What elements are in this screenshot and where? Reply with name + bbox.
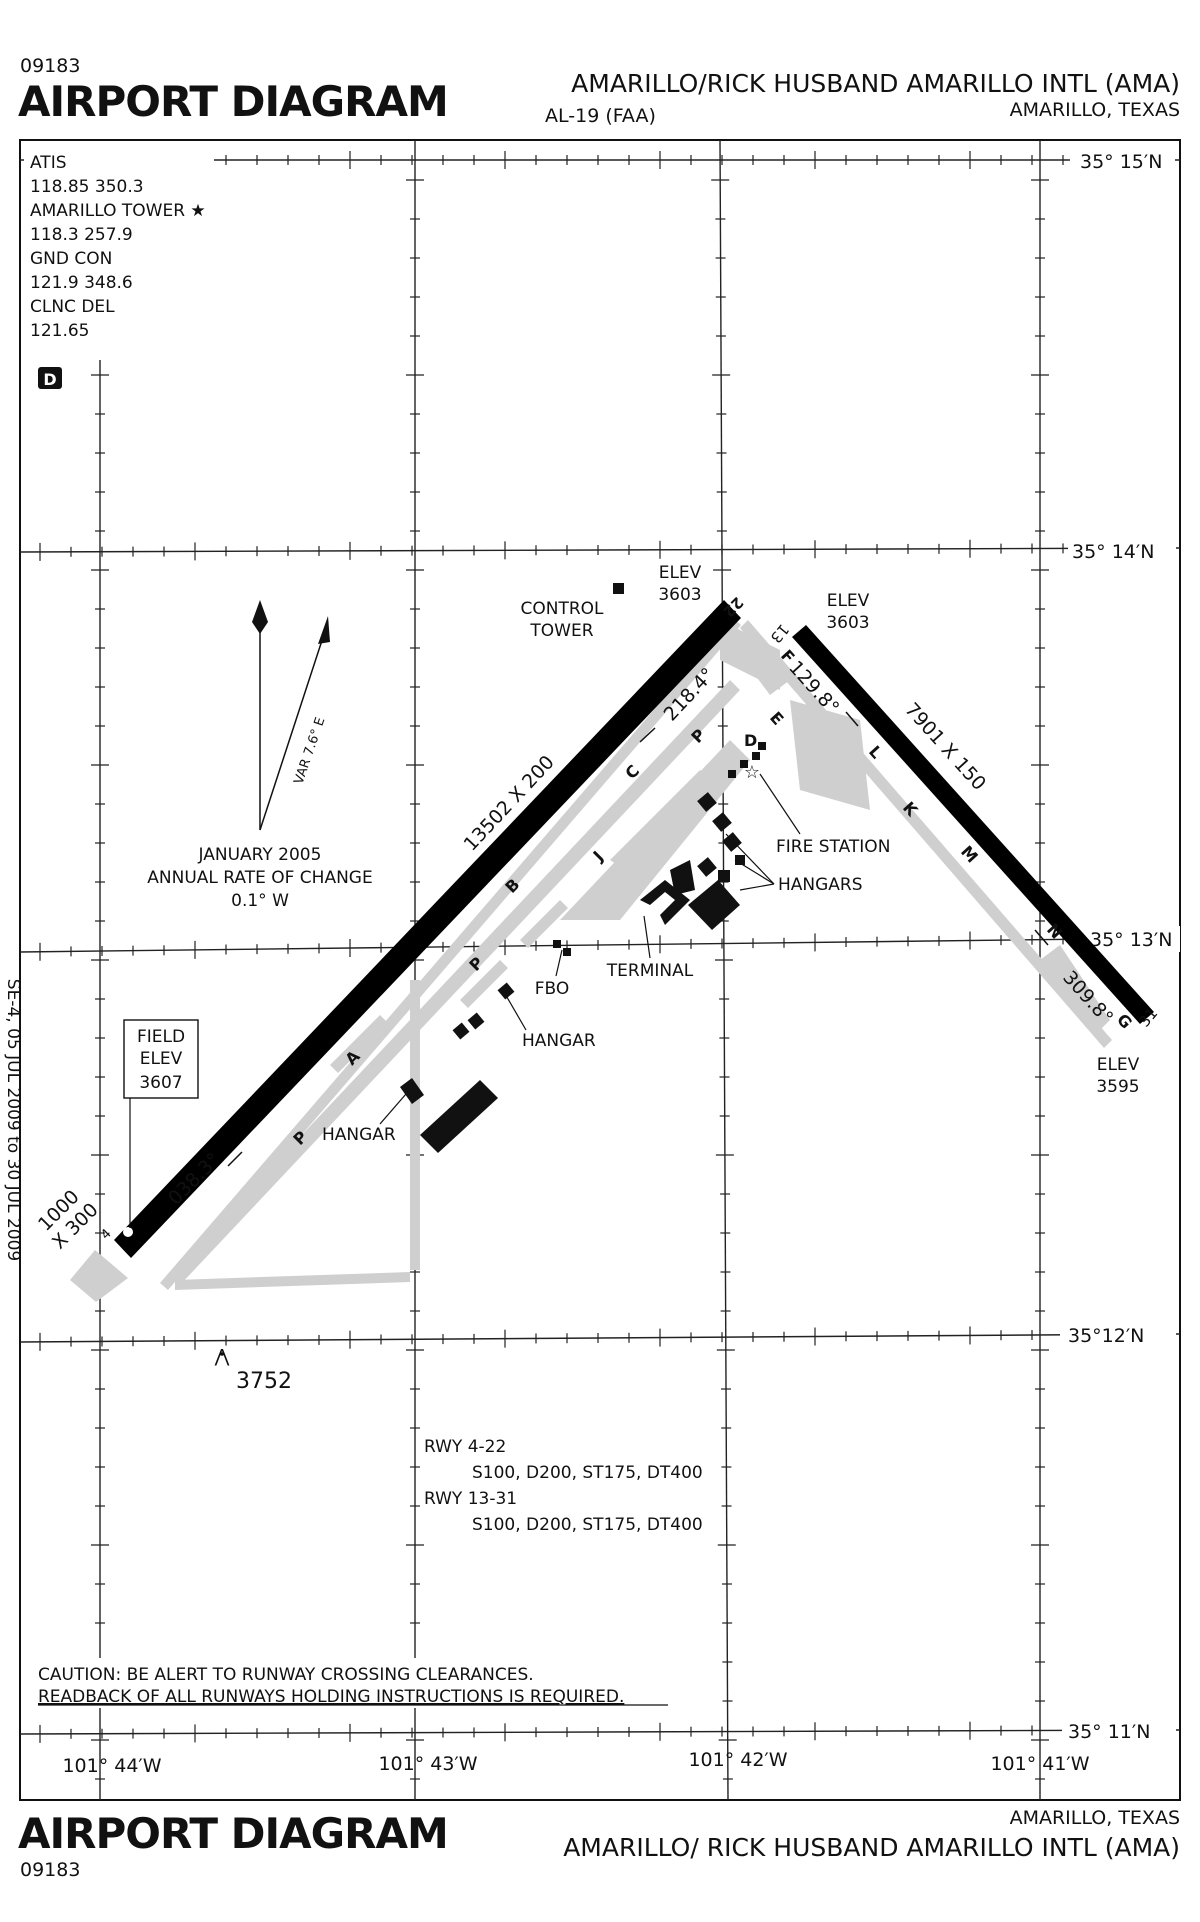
twy-label-d: D <box>744 731 757 750</box>
field-elev-point <box>123 1227 133 1237</box>
obstacle-icon: ⋀ <box>214 1346 230 1367</box>
freq-atis: 118.85 350.3 <box>30 177 144 197</box>
caution-line-2: READBACK OF ALL RUNWAYS HOLDING INSTRUCT… <box>38 1687 624 1707</box>
chart-title-top: AIRPORT DIAGRAM <box>18 77 448 126</box>
overrun-sw <box>70 1250 128 1302</box>
taxiway-cross-parallel <box>740 620 1112 1048</box>
twy-label-m: M <box>957 842 982 867</box>
hangars-label: HANGARS <box>778 875 863 895</box>
lat-label-2: 35° 14′N <box>1072 541 1154 563</box>
runway-13-31 <box>792 625 1154 1024</box>
lat-label-3: 35° 13′N <box>1090 929 1172 951</box>
location-bottom: AMARILLO, TEXAS <box>1010 1807 1180 1829</box>
fire-station-label: FIRE STATION <box>776 837 890 857</box>
lat-label-5: 35° 11′N <box>1068 1721 1150 1743</box>
fbo-label: FBO <box>535 979 570 999</box>
hangar-label-1: HANGAR <box>522 1031 596 1051</box>
mag-rate-label: ANNUAL RATE OF CHANGE <box>147 868 372 888</box>
freq-tower-label: AMARILLO TOWER ★ <box>30 201 206 221</box>
field-elev-box <box>123 1019 199 1099</box>
mag-date: JANUARY 2005 <box>198 845 322 865</box>
runway-4-22 <box>114 600 741 1258</box>
pavement-rwy-13-31-values: S100, D200, ST175, DT400 <box>472 1515 703 1535</box>
chart-number: AL-19 (FAA) <box>545 105 656 127</box>
rwy-end-13: 13 <box>767 620 793 646</box>
hangars-east <box>688 880 740 930</box>
obstacle-elevation: 3752 <box>236 1369 292 1394</box>
taxiway-outer <box>170 680 740 1285</box>
side-note: SE-4, 05 JUL 2009 to 30 JUL 2009 <box>3 979 23 1261</box>
pavement-rwy-4-22-values: S100, D200, ST175, DT400 <box>472 1463 703 1483</box>
chart-id-bottom: 09183 <box>20 1859 80 1881</box>
hangar-label-2: HANGAR <box>322 1125 396 1145</box>
lon-label-2: 101° 43′W <box>378 1753 477 1775</box>
dvor-badge-box <box>38 367 62 389</box>
freq-clearance-label: CLNC DEL <box>30 297 115 317</box>
location-top: AMARILLO, TEXAS <box>1010 99 1180 121</box>
pavement-rwy-13-31: RWY 13-31 <box>424 1489 517 1509</box>
elev-value-22: 3603 <box>658 585 701 605</box>
pavement-rwy-4-22: RWY 4-22 <box>424 1437 506 1457</box>
freq-tower: 118.3 257.9 <box>30 225 133 245</box>
field-elev-label-2: ELEV <box>140 1049 183 1069</box>
dvor-badge: D <box>43 370 56 389</box>
field-elev-label-1: FIELD <box>137 1027 185 1047</box>
mag-rate: 0.1° W <box>231 891 289 911</box>
twy-label-j: J <box>589 847 607 865</box>
terminal-label: TERMINAL <box>606 961 694 981</box>
airport-name-bottom: AMARILLO/ RICK HUSBAND AMARILLO INTL (AM… <box>563 1833 1180 1862</box>
twy-label-e: E <box>766 708 787 729</box>
control-tower-icon <box>613 583 624 594</box>
airport-name-top: AMARILLO/RICK HUSBAND AMARILLO INTL (AMA… <box>571 69 1180 98</box>
elev-label-22: ELEV <box>659 563 702 583</box>
north-arrows <box>252 600 330 831</box>
chart-id-top: 09183 <box>20 55 80 77</box>
lat-label-4: 35°12′N <box>1068 1325 1144 1347</box>
elev-value-31: 3595 <box>1096 1077 1139 1097</box>
elev-value-13: 3603 <box>826 613 869 633</box>
elev-label-31: ELEV <box>1097 1055 1140 1075</box>
freq-ground-label: GND CON <box>30 249 112 269</box>
buildings <box>400 583 766 1153</box>
lon-label-1: 101° 44′W <box>62 1755 161 1777</box>
control-tower-label-2: TOWER <box>529 621 593 641</box>
chart-frame <box>19 139 1181 1801</box>
lat-lon-grid <box>19 139 1181 1801</box>
lat-label-1: 35° 15′N <box>1080 151 1162 173</box>
taxiway-network <box>70 618 1112 1302</box>
freq-atis-label: ATIS <box>30 153 67 173</box>
taxiway-parallel <box>160 618 741 1290</box>
mag-variation: VAR 7.6° E <box>292 716 329 787</box>
lon-label-4: 101° 41′W <box>990 1753 1089 1775</box>
lon-label-3: 101° 42′W <box>688 1749 787 1771</box>
chart-title-bottom: AIRPORT DIAGRAM <box>18 1809 448 1858</box>
fire-station-icon: ☆ <box>744 762 760 783</box>
control-tower-label-1: CONTROL <box>520 599 604 619</box>
freq-clearance: 121.65 <box>30 321 89 341</box>
caution-line-1: CAUTION: BE ALERT TO RUNWAY CROSSING CLE… <box>38 1665 534 1685</box>
field-elev-value: 3607 <box>139 1073 182 1093</box>
freq-ground: 121.9 348.6 <box>30 273 133 293</box>
hangar-large-south <box>420 1080 498 1153</box>
elev-label-13: ELEV <box>827 591 870 611</box>
